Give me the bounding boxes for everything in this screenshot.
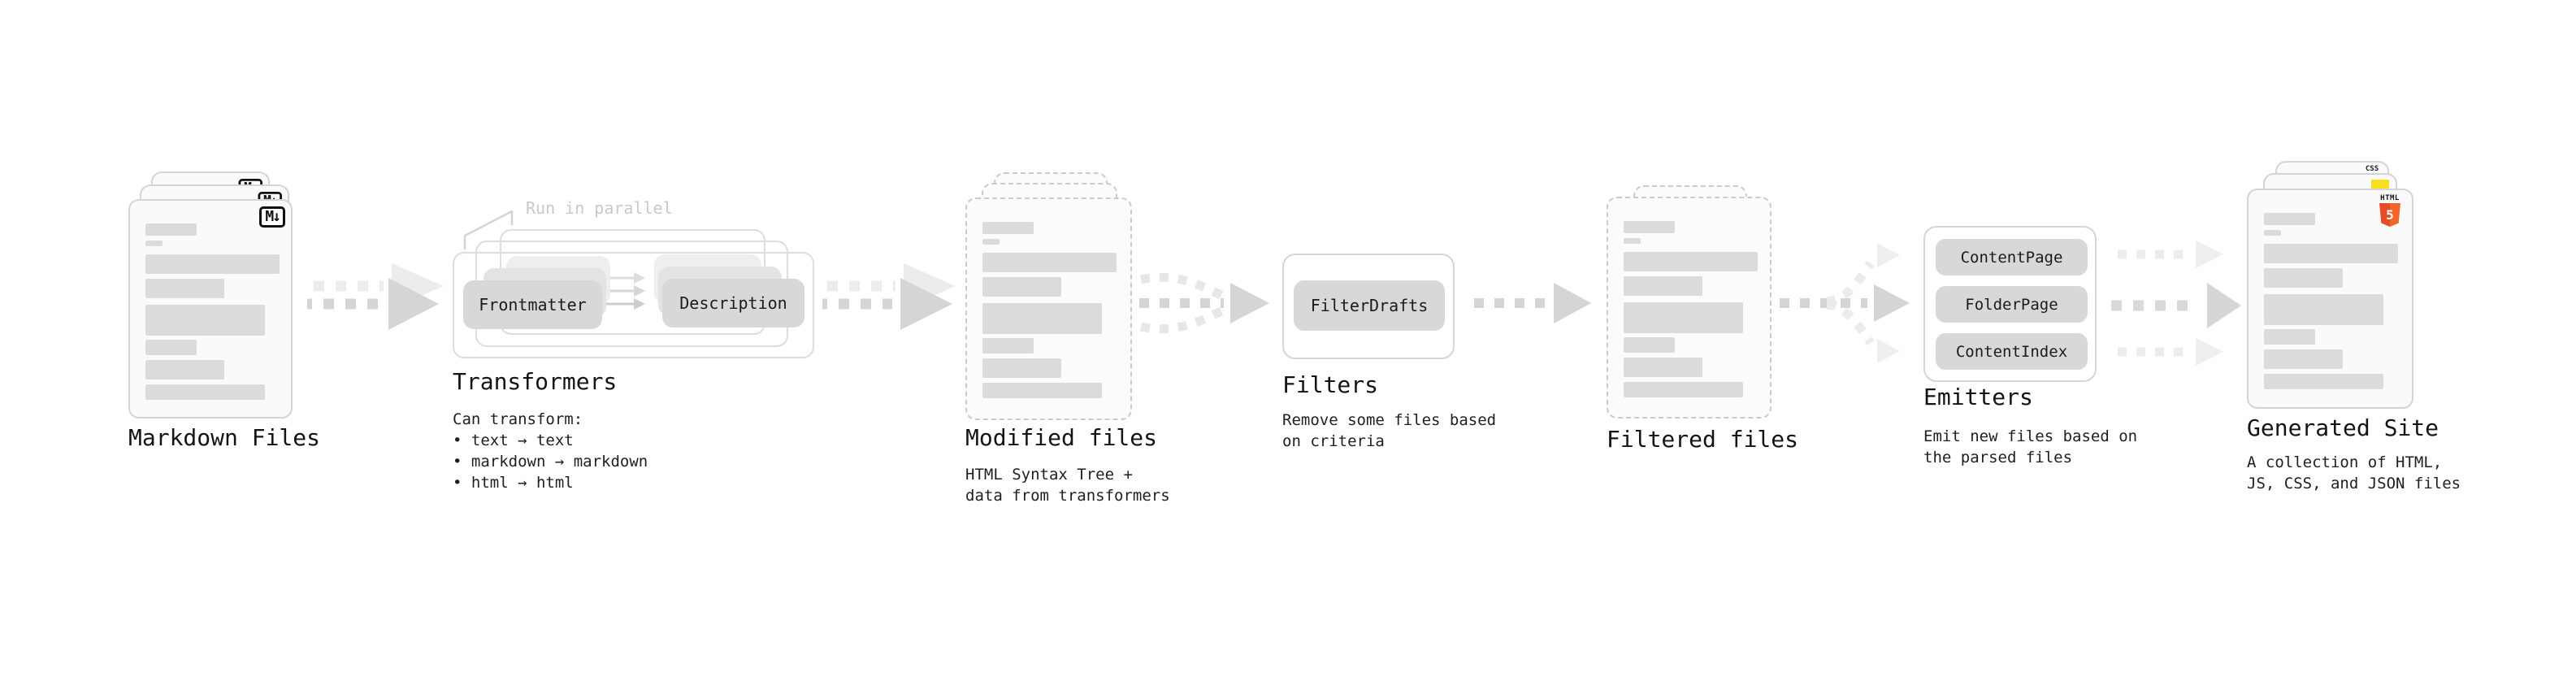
markdown-icon: M↓ bbox=[259, 206, 285, 228]
modified-file-card-front bbox=[965, 197, 1132, 420]
text-placeholder-bars bbox=[1624, 221, 1759, 397]
generated-site-title: Generated Site bbox=[2247, 414, 2439, 441]
run-in-parallel-annotation: Run in parallel bbox=[526, 198, 673, 218]
generated-site-description: A collection of HTML, JS, CSS, and JSON … bbox=[2247, 453, 2461, 492]
transformers-cluster: Frontmatter Description bbox=[453, 229, 822, 363]
filtered-file-card-front bbox=[1607, 197, 1772, 419]
frontmatter-pill: Frontmatter bbox=[463, 280, 602, 329]
transformers-title: Transformers bbox=[453, 368, 618, 395]
arrow-filtered-to-emitters bbox=[1780, 243, 1910, 363]
markdown-file-card-front: M↓ bbox=[128, 199, 293, 419]
folderpage-pill: FolderPage bbox=[1936, 286, 2088, 323]
transformers-description: Can transform: • text → text • markdown … bbox=[453, 410, 648, 492]
filtered-files-title: Filtered files bbox=[1607, 426, 1799, 453]
filters-description: Remove some files based on criteria bbox=[1282, 411, 1497, 450]
markdown-files-stack: M↓ M↓ M↓ bbox=[128, 171, 303, 419]
emitters-description: Emit new files based on the parsed files bbox=[1923, 427, 2138, 466]
arrow-transformers-to-modified bbox=[822, 263, 956, 330]
filterdrafts-pill: FilterDrafts bbox=[1294, 280, 1445, 331]
contentpage-pill: ContentPage bbox=[1936, 239, 2088, 275]
arrow-emitters-to-generated bbox=[2111, 241, 2241, 366]
filtered-files-stack bbox=[1607, 185, 1781, 421]
generated-site-stack: CSS HTML 5 bbox=[2247, 161, 2422, 413]
emitters-box: ContentPage FolderPage ContentIndex bbox=[1923, 226, 2097, 382]
html5-icon: HTML 5 bbox=[2378, 194, 2402, 227]
arrow-filters-to-filtered bbox=[1474, 283, 1591, 323]
modified-files-stack bbox=[965, 172, 1140, 420]
modified-files-title: Modified files bbox=[965, 424, 1158, 451]
arrow-markdown-to-transformers bbox=[307, 263, 444, 330]
modified-files-description: HTML Syntax Tree + data from transformer… bbox=[965, 466, 1170, 505]
contentindex-pill: ContentIndex bbox=[1936, 333, 2088, 370]
description-pill: Description bbox=[662, 279, 804, 327]
text-placeholder-bars bbox=[2264, 213, 2400, 389]
filters-title: Filters bbox=[1282, 371, 1379, 398]
arrow-modified-to-filters bbox=[1139, 272, 1269, 334]
emitters-title: Emitters bbox=[1923, 384, 2033, 410]
transformer-layer-box-front bbox=[453, 252, 814, 358]
html-file-card: HTML 5 bbox=[2247, 189, 2413, 409]
text-placeholder-bars bbox=[145, 223, 280, 400]
javascript-icon bbox=[2371, 180, 2389, 190]
filters-box: FilterDrafts bbox=[1282, 254, 1455, 359]
markdown-files-title: Markdown Files bbox=[128, 424, 321, 451]
text-placeholder-bars bbox=[982, 222, 1119, 398]
